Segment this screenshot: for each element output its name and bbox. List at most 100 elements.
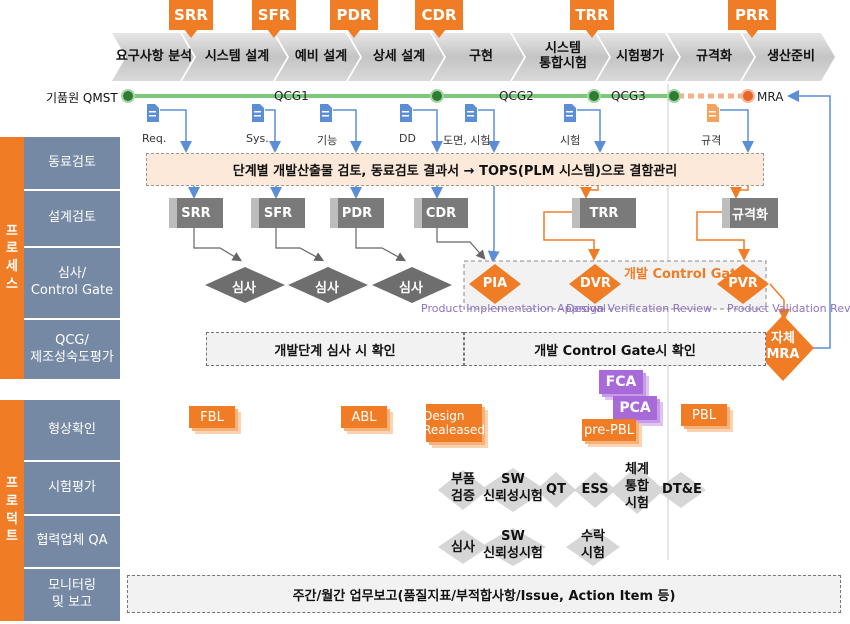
design-review-label: TRR [589, 205, 619, 221]
milestone-tag-pointer [745, 29, 759, 38]
control-gate-diamonds [469, 264, 814, 381]
review-to-audit-arrows [193, 228, 486, 262]
design-review-box: 규격화 [722, 198, 778, 228]
test-label: ESS [581, 482, 609, 497]
milestone-tag: SFR [252, 0, 296, 30]
phase-label: 구현 [469, 48, 493, 64]
document-label: 도면, 시험 [443, 134, 491, 147]
design-review-label: 규격화 [732, 207, 768, 223]
gate-label-pvr: PVR [728, 276, 758, 291]
design-review-label: SFR [263, 205, 293, 221]
row-label-config-audit: 형상확인 [24, 400, 120, 460]
audit-diamonds [205, 267, 452, 303]
design-review-box: SFR [251, 198, 305, 228]
qmst-timeline [121, 89, 831, 349]
design-review-label: PDR [341, 205, 373, 221]
audit-doc-label: PCA [619, 400, 651, 416]
test-label: DT&E [662, 482, 702, 497]
test-label: QT [546, 482, 566, 497]
baseline-label: pre-PBL [583, 422, 634, 438]
design-review-box: SRR [169, 198, 223, 228]
audit-label: 심사 [232, 281, 256, 296]
milestone-tag-pointer [347, 29, 361, 38]
phase-label: 요구사항 분석 [115, 48, 193, 64]
peer-review-banner: 단계별 개발산출물 검토, 동료검토 결과서 → TOPS(PLM 시스템)으로… [146, 153, 764, 186]
document-label: 기능 [317, 134, 338, 147]
baseline-doc: Design Realeased [423, 404, 485, 442]
design-review-box: CDR [414, 198, 468, 228]
audit-label: 심사 [315, 281, 339, 296]
gate-description: Product Implementation Approval [421, 302, 606, 315]
row-label-supplier-qa: 협력업체 QA [24, 516, 120, 567]
design-review-box: PDR [330, 198, 384, 228]
row-label-design-review: 설계검토 [24, 191, 120, 246]
doc-to-banner-arrows [160, 109, 754, 153]
document-label: 규격 [701, 134, 722, 147]
test-diamonds [438, 466, 706, 566]
stage-audit-confirm-text: 개발단계 심사 시 확인 [274, 343, 396, 359]
control-gate-confirm-text: 개발 Control Gate시 확인 [534, 343, 696, 359]
report-text: 주간/월간 업무보고(품질지표/부적합사항/Issue, Action Item… [292, 588, 676, 604]
milestone-tag-pointer [184, 29, 198, 38]
gate-description: Design Verification Review [566, 302, 713, 315]
qcg-label: QCG3 [611, 89, 646, 103]
audit-doc: PCA [613, 396, 657, 420]
gate-label-pia: PIA [482, 276, 508, 291]
test-label: 체계 통합 시험 [625, 462, 649, 511]
baseline-doc: FBL [189, 406, 235, 428]
audit-doc-label: FCA [605, 374, 637, 390]
report-bar: 주간/월간 업무보고(품질지표/부적합사항/Issue, Action Item… [127, 575, 841, 613]
gate-label-dvr: DVR [580, 276, 611, 291]
phase-label: 생산준비 [767, 48, 815, 64]
phase-label: 시스템 설계 [204, 48, 270, 64]
baseline-label: Design Realeased [423, 408, 485, 437]
baseline-label: FBL [200, 409, 224, 425]
baseline-doc: ABL [341, 406, 387, 428]
design-review-box: TRR [572, 198, 636, 228]
audit-label: 심사 [399, 281, 423, 296]
gate-description: Product Validation Review [727, 302, 850, 315]
product-group-label: 프 로 덕 트 [0, 400, 24, 621]
phase-chevrons [112, 33, 835, 81]
milestone-tag-pointer [267, 29, 281, 38]
row-label-peer-review: 동료검토 [24, 137, 120, 189]
milestone-tag: CDR [415, 0, 463, 30]
baseline-doc: pre-PBL [582, 419, 636, 441]
milestone-tag-pointer [585, 29, 599, 38]
document-label: Req. [142, 132, 167, 145]
row-label-audit-gate: 심사/ Control Gate [24, 248, 120, 318]
milestone-tag: SRR [169, 0, 213, 30]
milestone-tag: PDR [330, 0, 378, 30]
milestone-tag-pointer [432, 29, 446, 38]
document-label: Sys. [246, 132, 269, 145]
baseline-doc: PBL [681, 404, 727, 426]
test-label: 부품 검증 [451, 472, 475, 504]
test-label: SW 신뢰성시험 [483, 472, 543, 504]
audit-doc: FCA [599, 370, 643, 394]
document-label: DD [399, 132, 416, 145]
milestone-tag: TRR [570, 0, 614, 30]
self-mra-label: 자체 MRA [766, 331, 800, 362]
document-label: 시험 [560, 134, 581, 147]
mra-label: MRA [757, 90, 784, 104]
process-group-label: 프 로 세 스 [0, 137, 24, 379]
milestone-tag: PRR [728, 0, 776, 30]
phase-label: 예비 설계 [294, 48, 348, 64]
control-gate-confirm-box: 개발 Control Gate시 확인 [464, 332, 766, 366]
baseline-label: PBL [691, 407, 716, 423]
row-label-test-eval: 시험평가 [24, 462, 120, 514]
design-review-label: CDR [425, 205, 457, 221]
phase-label: 시스템 통합시험 [539, 41, 587, 71]
test-label: 심사 [451, 540, 475, 555]
phase-label: 시험평가 [616, 48, 664, 64]
row-label-qcg: QCG/ 제조성숙도평가 [24, 320, 120, 379]
peer-review-banner-text: 단계별 개발산출물 검토, 동료검토 결과서 → TOPS(PLM 시스템)으로… [232, 164, 678, 179]
banner-to-review-arrows [188, 184, 500, 263]
document-icons [147, 104, 719, 122]
phase-label: 규격화 [696, 48, 732, 64]
test-label: 수락 시험 [581, 529, 605, 561]
test-label: SW 신뢰성시험 [483, 529, 543, 561]
qcg-label: QCG1 [274, 89, 309, 103]
design-review-label: SRR [181, 205, 211, 221]
